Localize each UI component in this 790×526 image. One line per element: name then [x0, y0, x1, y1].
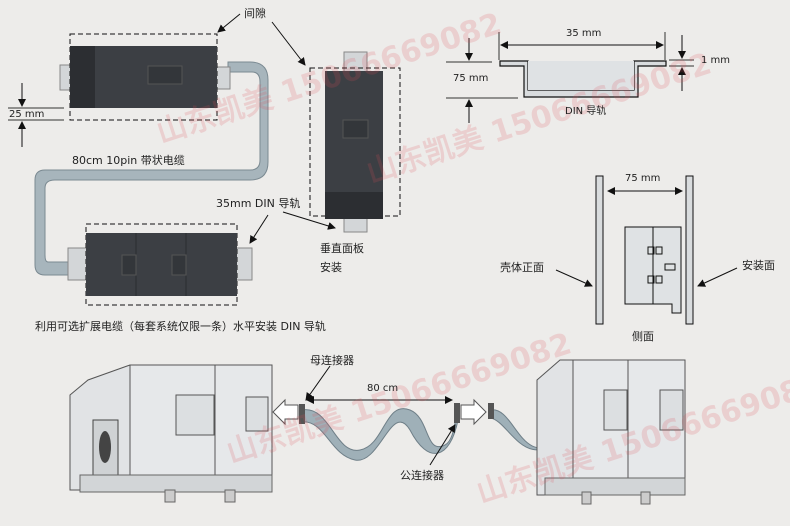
- din-rail-profile: [446, 32, 694, 123]
- right-insert-arrow: [460, 398, 487, 426]
- ribbon-cable-label: 80cm 10pin 带状电缆: [72, 154, 185, 167]
- horizontal-mount-caption: 利用可选扩展电缆（每套系统仅限一条）水平安装 DIN 导轨: [35, 320, 326, 333]
- din-rail-title: DIN 导轨: [565, 106, 607, 117]
- din-rail-label: 35mm DIN 导轨: [216, 197, 301, 210]
- cable-length-label: 80 cm: [367, 383, 399, 394]
- male-connector: [454, 403, 460, 423]
- plc-horizontal-top: [59, 33, 231, 121]
- housing-front-label: 壳体正面: [500, 261, 544, 274]
- rail-height-label: 75 mm: [453, 73, 489, 84]
- side-view-title: 侧面: [632, 330, 654, 343]
- rail-thickness-label: 1 mm: [701, 55, 731, 66]
- vertical-mount-label-1: 垂直面板: [320, 242, 364, 255]
- rail-width-label: 35 mm: [566, 28, 602, 39]
- female-connector-label: 母连接器: [310, 354, 354, 367]
- spacing-dimension: [8, 83, 64, 147]
- male-connector-label: 公连接器: [400, 469, 444, 482]
- vertical-mount-label-2: 安装: [320, 261, 342, 274]
- gap-label: 间隙: [244, 7, 266, 20]
- plc-vertical: [309, 51, 401, 233]
- female-connector: [299, 404, 305, 424]
- left-insert-arrow: [272, 398, 299, 426]
- mounting-surface-label: 安装面: [742, 259, 775, 272]
- spacing-label: 25 mm: [9, 109, 45, 120]
- plc-expansion-modules: [488, 359, 686, 505]
- side-view: [555, 175, 738, 325]
- plc-cpu-module: [69, 364, 273, 503]
- side-width-label: 75 mm: [625, 173, 661, 184]
- plc-horizontal-bottom: [67, 223, 253, 306]
